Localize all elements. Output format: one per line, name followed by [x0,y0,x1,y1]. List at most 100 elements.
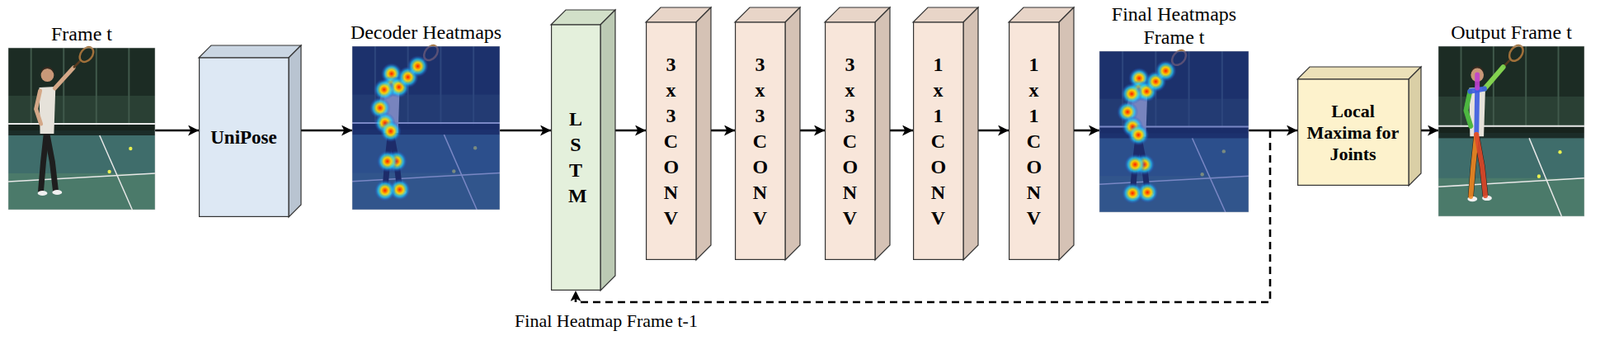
block-label: 1x1 CONV [1026,51,1042,231]
player-shoe [51,189,62,195]
flow-arrow [499,129,551,132]
racket-head [1506,42,1526,65]
block-3d-shape [734,7,802,262]
fence-post [30,47,33,127]
conv-block: 1x1 CONV [912,7,979,260]
flow-arrow [710,129,735,132]
court-near [8,173,156,210]
block-label-area: 3x3 CONV [645,22,697,260]
court-near [1438,178,1585,217]
tennis-net [1438,126,1585,139]
player-arm [1465,91,1471,127]
heatmap-blob [407,55,429,77]
court-line [1529,137,1562,217]
block-side-face [696,7,711,260]
net-top [8,122,156,125]
heatmap-blob [380,120,402,142]
fence-post [1460,46,1463,129]
block-label-area: 3x3 CONV [734,22,786,260]
block-side-face [1058,7,1074,260]
image-frame [352,46,500,210]
block-label-area: 3x3 CONV [824,22,876,260]
block-side-face [963,7,979,260]
block-label: Local Maxima for Joints [1297,100,1409,165]
block-front-face [735,22,786,259]
block-3d-shape [1008,7,1076,262]
heat-image [352,46,500,210]
block-front-face [1298,79,1409,185]
flow-arrow [1248,129,1298,132]
block-label-area: Local Maxima for Joints [1297,79,1409,186]
background-wall [352,46,500,210]
block-front-face [551,24,601,290]
fence-post [1492,46,1495,129]
flow-arrow [615,129,646,132]
player-shoe [37,190,48,196]
block-front-face [199,57,289,217]
court-line [1438,178,1585,188]
block-side-face [288,45,302,217]
block-3d-shape [645,7,713,262]
tennis-ball [1537,174,1541,179]
image-frame [1438,46,1585,217]
block-side-face [785,7,800,260]
fence-post [95,47,98,127]
block-side-face [1408,66,1422,186]
heatmap-frame: Final Heatmaps Frame t [1099,51,1249,212]
player-arm [1484,66,1504,89]
court-floor [1438,132,1585,217]
skeleton-limb [1476,134,1486,196]
block-front-face [913,22,964,259]
block-3d-shape [824,7,892,262]
unipose-block: UniPose [198,45,302,217]
lstm-block: LSTM [550,9,616,291]
local-maxima-block: Local Maxima for Joints [1297,66,1422,186]
flow-arrow [978,129,1009,132]
block-front-face [646,22,697,259]
player-leg [1476,134,1486,196]
image-frame [1099,51,1249,212]
block-front-face [825,22,876,259]
fence-post [62,47,65,127]
tennis-ball [107,169,111,174]
conv-block: 3x3 CONV [824,7,890,260]
heatmap-blob [1121,182,1144,204]
image-frame [8,47,156,210]
heatmap-blob [373,78,396,100]
skeleton-limb [1474,75,1480,89]
block-label: 1x1 CONV [931,51,946,231]
flow-arrow [301,129,353,132]
tennis-ball [1557,150,1562,155]
block-label-area: UniPose [198,57,289,217]
player-leg [46,131,56,190]
player-hair [1470,65,1484,73]
net-top [1438,125,1585,128]
photo-image [8,47,156,210]
block-top-face [1297,66,1422,80]
block-label: 3x3 CONV [842,51,858,231]
tennis-ball [128,146,132,151]
input-frame: Frame t [8,47,156,210]
player-arm [54,67,74,89]
fence-post [127,47,130,127]
background-wall [1438,46,1585,217]
flow-arrow [1073,129,1100,132]
fence-post [1524,46,1527,129]
block-label-area: LSTM [550,24,601,291]
conv-block: 1x1 CONV [1008,7,1074,260]
skeleton-limb [1465,91,1471,127]
flow-arrow [889,129,913,132]
player-hair [41,66,55,74]
block-label-area: 1x1 CONV [912,22,964,260]
racket-handle [73,61,80,68]
connector-label: Final Heatmap Frame t-1 [512,310,701,332]
fence-post [1557,46,1560,129]
heatmap-blob [374,179,396,202]
flow-arrow [800,129,825,132]
heatmap-blob [376,150,399,172]
court-line [99,135,133,210]
heat-image [1099,51,1249,212]
block-top-face [198,45,302,58]
heatmap-blob [1124,153,1146,175]
image-heading: Frame t [0,22,205,46]
